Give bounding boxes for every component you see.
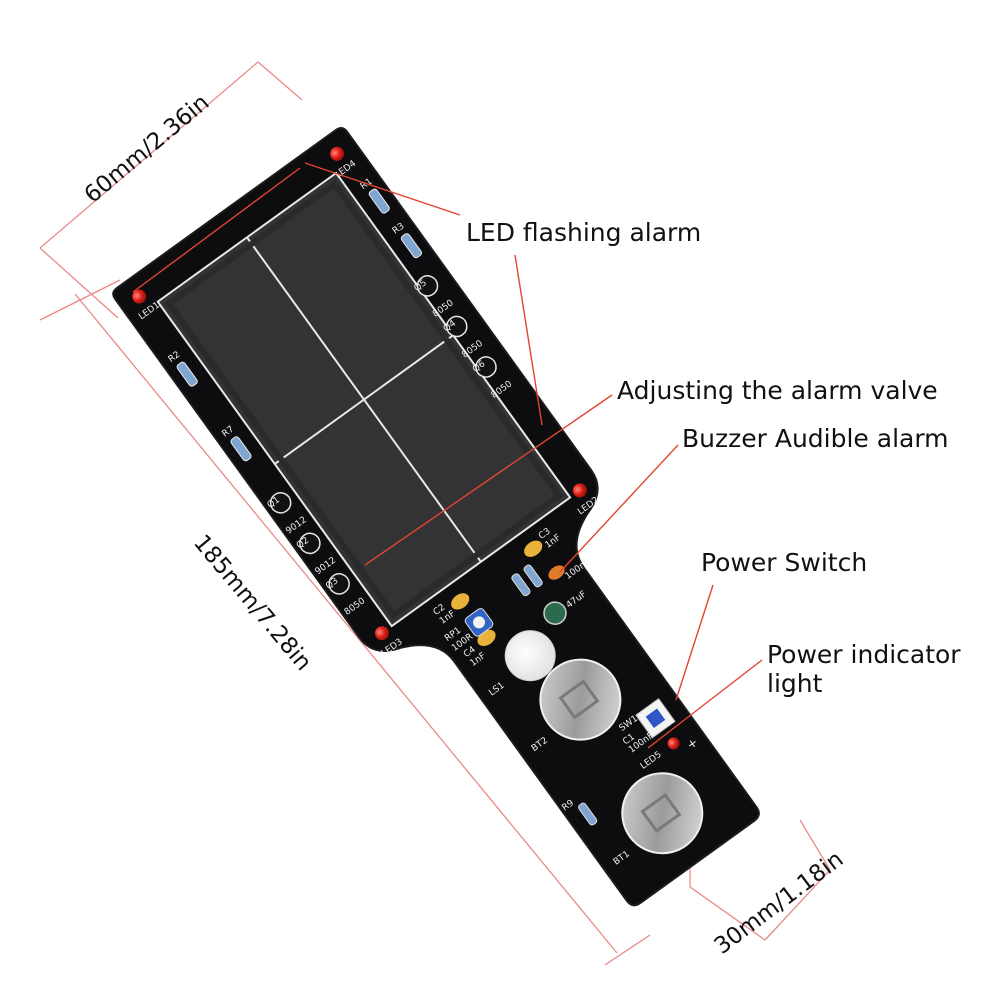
capacitor-c2 [451, 593, 470, 610]
transistor-q4 [446, 315, 468, 338]
transistor-q3 [328, 573, 350, 595]
resistor-r7 [230, 436, 252, 462]
pcb-board: LED1 LED4 LED3 LED2 R2 R7 R1 R3 Q5 Q4 Q6… [112, 127, 760, 907]
label-power-light-1: Power indicator [767, 640, 961, 669]
led4-indicator [330, 146, 345, 161]
dimension-lines [39, 61, 831, 966]
led2-indicator [572, 483, 587, 498]
transistor-q6 [475, 356, 497, 378]
label-led-alarm: LED flashing alarm [466, 218, 702, 247]
transistor-q2 [299, 532, 321, 555]
buzzer-ls1 [504, 630, 556, 682]
battery-bt1 [621, 772, 704, 855]
label-buzzer: Buzzer Audible alarm [682, 424, 949, 453]
battery-bt2 [539, 658, 622, 741]
capacitor-c3 [524, 540, 543, 557]
callout-lines [132, 162, 763, 749]
label-power-light-2: light [767, 669, 823, 698]
resistor-r1 [368, 188, 390, 214]
transistor-q1 [269, 492, 292, 514]
electrolytic-capacitor [543, 601, 567, 625]
led3-indicator [374, 626, 389, 641]
led5-indicator [667, 737, 680, 750]
transistor-q5 [416, 275, 439, 297]
handle-components [451, 540, 704, 855]
resistor-r3 [400, 233, 423, 259]
led1-indicator [132, 289, 147, 304]
resistor-r2 [176, 361, 198, 387]
label-power-switch: Power Switch [701, 548, 868, 577]
resistor-r9 [578, 802, 598, 826]
label-alarm-threshold: Adjusting the alarm valve [617, 376, 938, 405]
